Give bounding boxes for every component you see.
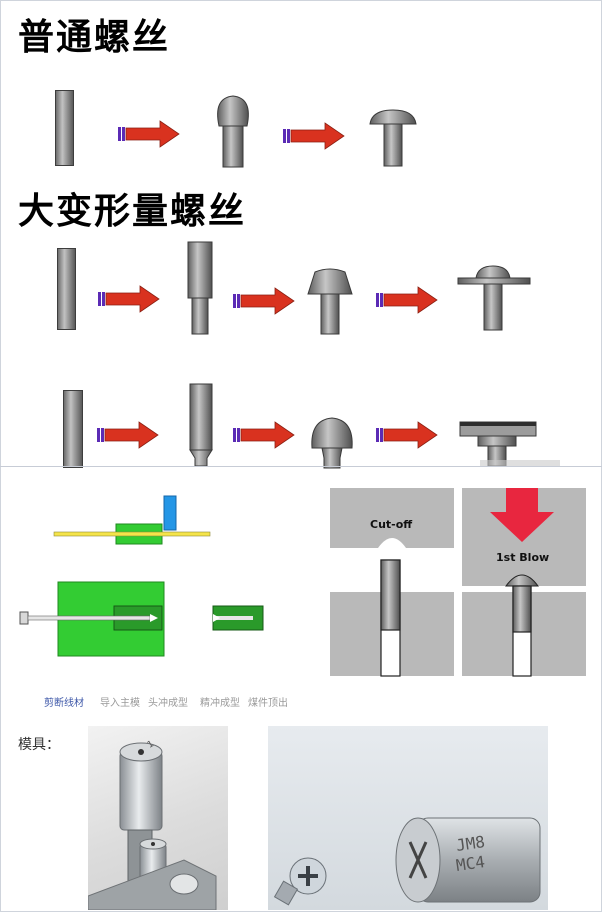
die-engraving-line2: MC4 [454, 852, 487, 875]
forming-arrow [98, 285, 160, 313]
title-ordinary-screw: 普通螺丝 [18, 16, 171, 58]
cutoff-blow-dies [330, 488, 586, 677]
forming-arrow [233, 421, 295, 449]
cut-off-label: Cut-off [370, 518, 413, 531]
wire-blank [63, 390, 83, 468]
mold-photo-right: JM8 MC4 [268, 726, 548, 910]
main-die-diagram [19, 581, 165, 657]
forming-arrow [376, 421, 438, 449]
screw-and-die-illustration [273, 817, 541, 906]
punch-dies-illustration [88, 742, 217, 910]
punch-die-diagram [212, 605, 264, 631]
step-head-forming: 头冲成型 [148, 698, 188, 709]
forming-arrow [118, 120, 180, 148]
washer-head-screw [459, 421, 537, 467]
mold-photo-left: 1 [88, 726, 228, 910]
section-divider [0, 466, 602, 467]
forming-arrow [233, 287, 295, 315]
wire-blank [55, 90, 74, 166]
flange-head-screw [457, 265, 531, 331]
forming-arrow [97, 421, 159, 449]
ball-head-preform [217, 95, 249, 168]
step-finish-forming: 精冲成型 [200, 698, 240, 709]
wire-blank [57, 248, 76, 330]
watermark [480, 460, 560, 466]
round-head-preform [311, 417, 353, 469]
forming-arrow [376, 286, 438, 314]
cone-head-preform [307, 268, 353, 335]
forming-arrow [283, 122, 345, 150]
cutoff-die-diagram [53, 495, 211, 545]
stepped-preform [187, 241, 213, 335]
step-cut-wire: 剪断线材 [44, 698, 84, 709]
stepped-preform [189, 383, 213, 467]
mold-label: 模具： [18, 737, 60, 753]
title-large-deformation-screw: 大变形量螺丝 [18, 190, 247, 232]
first-blow-label: 1st Blow [496, 551, 550, 564]
finished-head-screw [369, 109, 417, 167]
step-feed-main-die: 导入主模 [100, 698, 140, 709]
step-eject: 煤件顶出 [248, 698, 288, 709]
